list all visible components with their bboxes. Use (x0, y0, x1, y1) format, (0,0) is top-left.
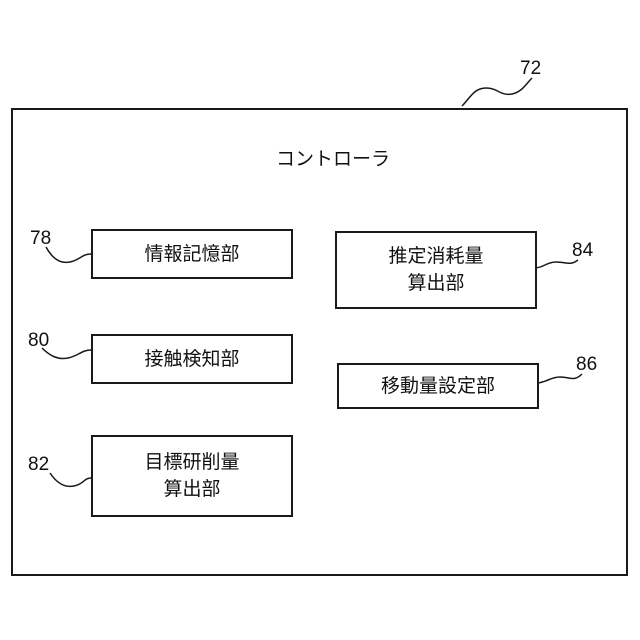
ref-label-estimated-wear: 84 (572, 240, 593, 262)
estimated-wear-block: 推定消耗量 算出部 (335, 231, 537, 309)
ref-label-info-storage: 78 (30, 228, 51, 250)
ref-label-controller: 72 (520, 58, 541, 80)
leader-line-72 (462, 78, 532, 106)
ref-label-contact-detection: 80 (28, 330, 49, 352)
ref-label-target-grinding: 82 (28, 454, 49, 476)
movement-setting-block: 移動量設定部 (337, 363, 539, 409)
info-storage-block: 情報記憶部 (91, 229, 293, 279)
controller-title: コントローラ (276, 144, 390, 171)
contact-detection-block: 接触検知部 (91, 334, 293, 384)
ref-label-movement-setting: 86 (576, 354, 597, 376)
target-grinding-block: 目標研削量 算出部 (91, 435, 293, 517)
